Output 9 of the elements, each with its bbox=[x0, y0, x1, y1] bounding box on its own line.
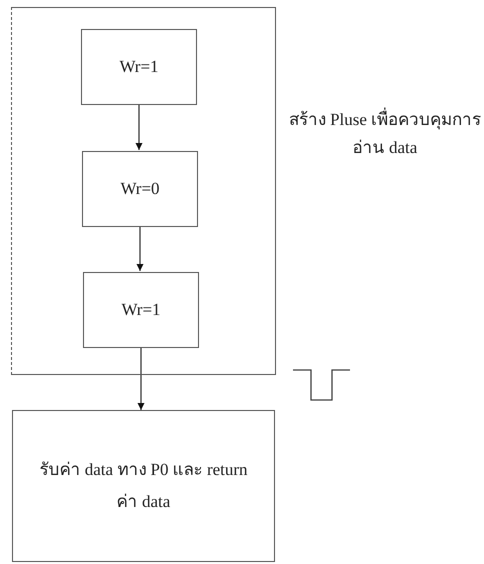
annotation-text: สร้าง Pluse เพื่อควบคุมการอ่าน data bbox=[286, 106, 484, 162]
arrow bbox=[136, 104, 142, 150]
process-box: Wr=0 bbox=[82, 151, 198, 227]
process-box: Wr=1 bbox=[83, 272, 199, 348]
process-box: รับค่า data ทาง P0 และ return ค่า data bbox=[12, 410, 275, 562]
group-box bbox=[11, 7, 276, 375]
arrow bbox=[136, 226, 144, 271]
process-box: Wr=1 bbox=[81, 29, 197, 105]
arrow bbox=[138, 347, 144, 410]
